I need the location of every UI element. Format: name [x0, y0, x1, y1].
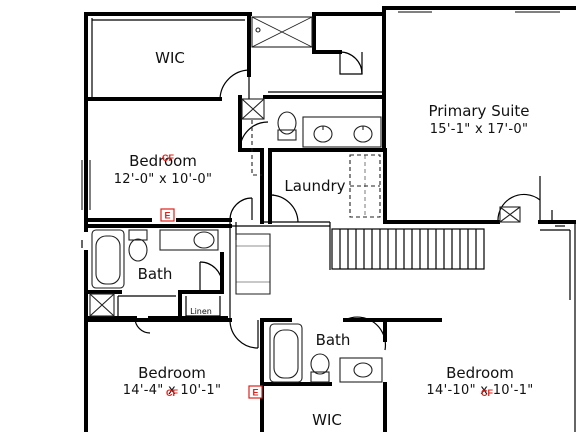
room-size-bedroom-3: 14'-10" x 10'-1": [426, 383, 533, 398]
room-label-bedroom-1: Bedroom: [129, 152, 197, 170]
room-label-primary-suite: Primary Suite: [428, 102, 529, 120]
svg-text:E: E: [164, 211, 170, 221]
room-label-laundry: Laundry: [284, 177, 345, 195]
room-size-primary-suite: 15'-1" x 17'-0": [430, 122, 529, 137]
room-label-wic-top: WIC: [155, 49, 185, 67]
room-label-bedroom-2: Bedroom: [138, 364, 206, 382]
ceiling-fan-marker-2: CF: [166, 388, 178, 398]
markers: E E CF CF CF: [160, 153, 493, 399]
ceiling-fan-marker-3: CF: [481, 388, 493, 398]
room-label-linen: Linen: [190, 307, 212, 316]
walls: [84, 6, 576, 432]
electrical-marker-2: E: [248, 385, 263, 399]
stairs: [331, 228, 485, 270]
room-size-bedroom-1: 12'-0" x 10'-0": [114, 172, 213, 187]
svg-text:E: E: [252, 388, 258, 398]
room-label-wic-bottom: WIC: [312, 411, 342, 429]
fixtures: [89, 16, 521, 383]
ceiling-fan-marker-1: CF: [162, 153, 174, 163]
room-labels: WIC Primary Suite 15'-1" x 17'-0" Bedroo…: [114, 49, 534, 429]
thin-lines: [81, 7, 576, 432]
electrical-marker-1: E: [160, 208, 175, 222]
room-label-bath-2: Bath: [316, 331, 351, 349]
room-label-bedroom-3: Bedroom: [446, 364, 514, 382]
room-size-bedroom-2: 14'-4" x 10'-1": [123, 383, 222, 398]
room-label-bath-1: Bath: [138, 265, 173, 283]
doors: [134, 51, 570, 351]
